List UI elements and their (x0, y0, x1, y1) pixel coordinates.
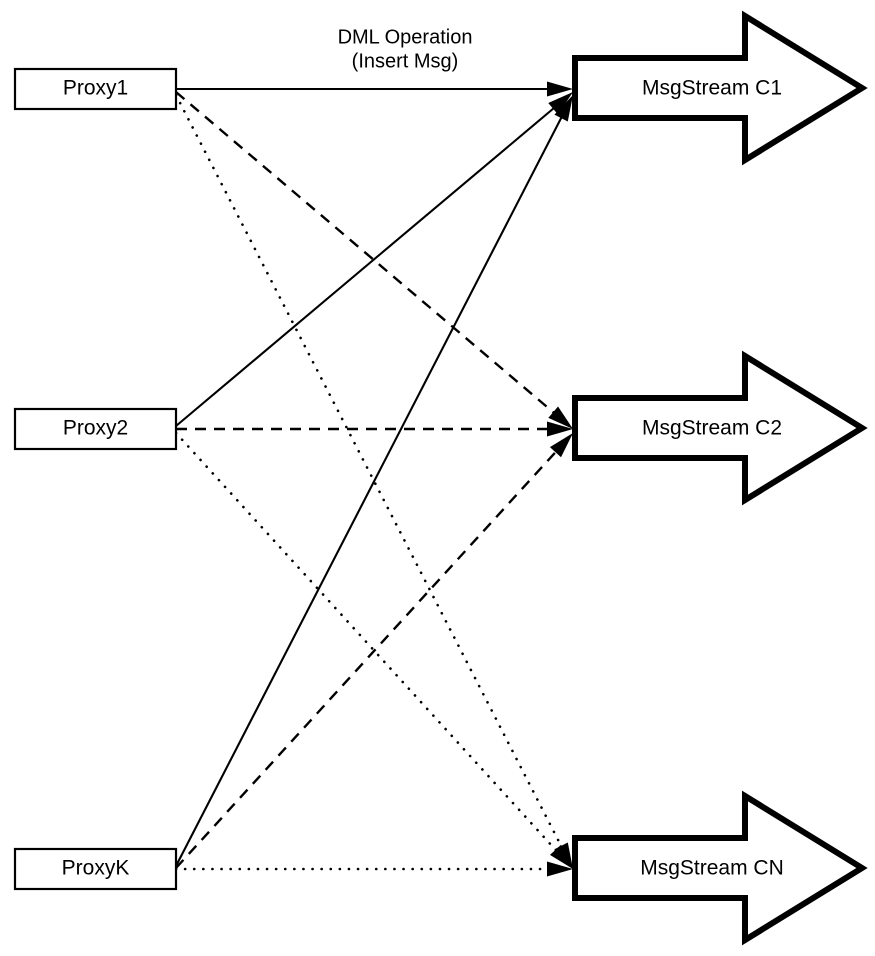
stream-arrow-icon (572, 10, 868, 166)
stream-arrow-icon (572, 790, 868, 946)
caption-line-2: (Insert Msg) (352, 50, 459, 72)
edge-proxy1-to-c2 (175, 91, 573, 429)
arrowhead-icon (547, 861, 573, 877)
stream-msgstream-c2[interactable]: MsgStream C2 (572, 350, 868, 506)
edge-proxyk-to-c2 (175, 433, 573, 869)
proxy-box-rect (13, 407, 178, 451)
caption-label: DML Operation (Insert Msg) (338, 26, 473, 72)
arrowhead-icon (549, 433, 573, 458)
edge-proxyk-to-c1 (175, 95, 573, 867)
edges-layer (174, 81, 573, 877)
stream-label: MsgStream CN (640, 857, 784, 880)
edge-line-dotted (174, 93, 566, 853)
edge-proxy1-to-c1 (176, 81, 573, 97)
streams-layer: MsgStream C1 MsgStream C2 MsgStream CN (572, 10, 868, 946)
proxy-label: ProxyK (62, 857, 130, 880)
stream-label: MsgStream C1 (642, 77, 782, 100)
stream-arrow-icon (572, 350, 868, 506)
edge-line-solid (175, 112, 565, 867)
proxy-label: Proxy1 (63, 77, 128, 100)
proxy-proxy2[interactable]: Proxy2 (13, 407, 178, 451)
stream-msgstream-c1[interactable]: MsgStream C1 (572, 10, 868, 166)
edge-line-dashed (175, 446, 561, 869)
edge-line-dashed (175, 91, 559, 417)
arrowhead-icon (549, 844, 573, 869)
arrowhead-icon (547, 81, 573, 97)
edge-proxyk-to-cn (174, 861, 573, 877)
edge-proxy2-to-c1 (175, 92, 573, 427)
arrowhead-icon (554, 95, 573, 122)
stream-label: MsgStream C2 (642, 417, 782, 440)
proxy-proxyk[interactable]: ProxyK (13, 847, 178, 891)
proxy-box-rect (13, 847, 178, 891)
arrowhead-icon (548, 406, 573, 429)
proxy-proxy1[interactable]: Proxy1 (13, 67, 178, 111)
edge-proxy2-to-c2 (176, 421, 573, 437)
caption-line-1: DML Operation (338, 26, 473, 48)
arrowhead-icon (548, 92, 573, 115)
edge-line-solid (175, 104, 559, 427)
edge-line-dotted (174, 431, 561, 856)
stream-msgstream-cn[interactable]: MsgStream CN (572, 790, 868, 946)
edge-proxy2-to-cn (174, 431, 573, 869)
arrowhead-icon (547, 421, 573, 437)
proxy-box-rect (13, 67, 178, 111)
proxy-label: Proxy2 (63, 417, 128, 440)
